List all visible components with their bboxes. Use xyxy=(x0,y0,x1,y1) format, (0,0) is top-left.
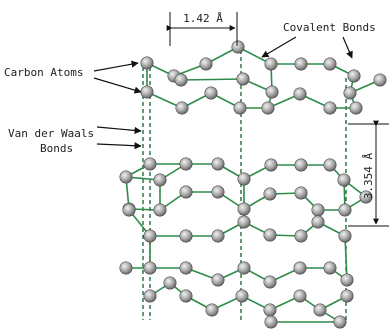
carbon-atom-second-0 xyxy=(143,157,157,171)
carbon-atoms-pointer-2 xyxy=(93,77,142,94)
carbon-atom-third-1 xyxy=(122,203,136,217)
carbon-atom-second-7 xyxy=(294,158,308,172)
carbon-atom-top-18 xyxy=(293,87,307,101)
carbon-atom-third-4 xyxy=(237,215,251,229)
carbon-atom-top-20 xyxy=(349,101,363,115)
carbon-atom-third-16 xyxy=(323,261,337,275)
carbon-atom-bottom-1 xyxy=(163,276,177,290)
carbon-atom-third-6 xyxy=(294,229,308,243)
carbon-atom-third-9 xyxy=(143,261,157,275)
bond-length-dimension: 1.42 Å xyxy=(166,12,238,46)
carbon-atoms-pointer-1 xyxy=(93,60,139,72)
carbon-atom-third-10 xyxy=(119,261,133,275)
carbon-atom-bottom-3 xyxy=(205,303,219,317)
carbon-atom-third-3 xyxy=(211,229,225,243)
carbon-atom-second-5 xyxy=(237,172,251,186)
carbon-atom-second-4 xyxy=(211,157,225,171)
carbon-atoms-group xyxy=(119,40,387,329)
carbon-atom-top-7 xyxy=(347,69,361,83)
carbon-atom-third-5 xyxy=(263,228,277,242)
carbon-atom-second-2 xyxy=(153,173,167,187)
carbon-atom-second-17 xyxy=(311,203,325,217)
layer-spacing-label: 3.354 Å xyxy=(362,152,375,199)
carbon-atom-bottom-7 xyxy=(313,303,327,317)
carbon-atom-third-15 xyxy=(293,261,307,275)
carbon-atom-bottom-9 xyxy=(264,315,278,329)
van-der-waals-pointer-1 xyxy=(96,126,142,134)
carbon-atom-second-18 xyxy=(338,203,352,217)
carbon-atom-top-4 xyxy=(264,57,278,71)
carbon-atom-third-12 xyxy=(211,273,225,287)
carbon-atom-second-14 xyxy=(237,202,251,216)
carbon-atom-third-17 xyxy=(340,273,354,287)
carbon-atom-third-13 xyxy=(237,261,251,275)
carbon-atom-top-3 xyxy=(231,40,245,54)
carbon-atom-second-15 xyxy=(263,187,277,201)
carbon-atom-third-0 xyxy=(143,229,157,243)
van-der-waals-label-line2: Bonds xyxy=(40,142,73,155)
carbon-atom-third-2 xyxy=(179,229,193,243)
covalent-bonds-label: Covalent Bonds xyxy=(283,21,376,34)
carbon-atom-top-15 xyxy=(204,86,218,100)
carbon-atoms-label: Carbon Atoms xyxy=(4,66,83,79)
carbon-atom-top-2 xyxy=(199,57,213,71)
covalent-bonds-pointer-2 xyxy=(342,36,353,59)
carbon-atom-top-13 xyxy=(373,73,387,87)
carbon-atom-bottom-6 xyxy=(293,289,307,303)
covalent-bond-top-9 xyxy=(180,78,244,81)
carbon-atom-second-19 xyxy=(359,190,373,204)
carbon-atom-second-8 xyxy=(323,158,337,172)
carbon-atom-top-6 xyxy=(323,57,337,71)
carbon-atom-second-1 xyxy=(119,170,133,184)
carbon-atom-top-9 xyxy=(174,73,188,87)
carbon-atom-bottom-4 xyxy=(235,289,249,303)
carbon-atom-bottom-8 xyxy=(340,289,354,303)
van-der-waals-pointer-2 xyxy=(96,142,142,150)
carbon-atom-third-8 xyxy=(338,229,352,243)
carbon-atom-bottom-2 xyxy=(179,289,193,303)
van-der-waals-label: Van der Waals Bonds xyxy=(8,127,101,155)
carbon-atom-top-12 xyxy=(343,86,357,100)
layer-spacing-dimension: 3.354 Å xyxy=(348,120,389,227)
carbon-atom-second-6 xyxy=(264,158,278,172)
carbon-atom-second-9 xyxy=(337,173,351,187)
carbon-atom-top-5 xyxy=(294,57,308,71)
carbon-atom-second-3 xyxy=(179,157,193,171)
carbon-atom-second-11 xyxy=(153,203,167,217)
carbon-atom-top-19 xyxy=(323,101,337,115)
label-pointers xyxy=(93,36,353,150)
carbon-atom-top-11 xyxy=(265,85,279,99)
carbon-atom-second-13 xyxy=(211,185,225,199)
carbon-atom-top-10 xyxy=(236,72,250,86)
carbon-atom-third-11 xyxy=(179,261,193,275)
carbon-atom-bottom-5 xyxy=(263,303,277,317)
carbon-atom-bottom-10 xyxy=(333,315,347,329)
carbon-atom-third-7 xyxy=(311,215,325,229)
carbon-atom-top-16 xyxy=(233,101,247,115)
carbon-atom-top-17 xyxy=(261,101,275,115)
carbon-atom-second-16 xyxy=(294,186,308,200)
carbon-atom-top-14 xyxy=(175,101,189,115)
covalent-bonds-pointer-1 xyxy=(261,36,297,58)
carbon-atom-top-0 xyxy=(140,56,154,70)
bond-length-label: 1.42 Å xyxy=(183,12,223,25)
carbon-atom-top-8 xyxy=(140,85,154,99)
covalent-bond-third-17 xyxy=(344,235,348,281)
carbon-atom-second-12 xyxy=(179,185,193,199)
carbon-atom-bottom-0 xyxy=(143,289,157,303)
van-der-waals-label-line1: Van der Waals xyxy=(8,127,94,140)
carbon-atom-third-14 xyxy=(263,275,277,289)
